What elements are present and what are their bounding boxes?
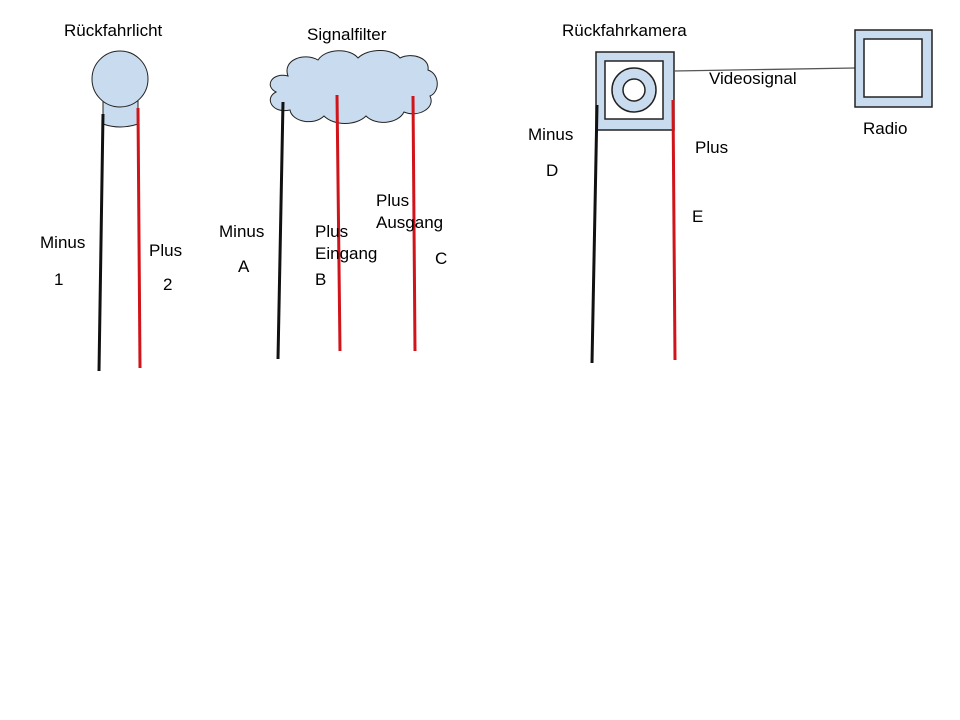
reverse-camera-minus-label: Minus — [528, 125, 574, 144]
reverse-camera-title: Rückfahrkamera — [562, 21, 687, 40]
signal-filter-plus-in-id: B — [315, 270, 327, 289]
reverse-light-bulb — [91, 50, 149, 108]
video-signal-label: Videosignal — [709, 69, 797, 88]
reverse-light-plus-label: Plus — [149, 241, 183, 260]
reverse-light-title: Rückfahrlicht — [64, 21, 163, 40]
signal-filter-plus-in-label-2: Eingang — [315, 244, 378, 263]
reverse-light-plus-id: 2 — [163, 275, 173, 294]
reverse-camera-minus-id: D — [546, 161, 559, 180]
signal-filter-minus-id: A — [238, 257, 250, 276]
reverse-camera-shape — [595, 51, 675, 131]
reverse-camera-lens-inner — [622, 78, 646, 102]
signal-filter-plus-out-wire — [411, 95, 417, 352]
reverse-camera-plus-wire — [671, 99, 677, 361]
video-signal-link — [673, 67, 856, 72]
reverse-camera-plus-label: Plus — [695, 138, 729, 157]
reverse-camera-plus-id: E — [692, 207, 704, 226]
radio-title: Radio — [863, 119, 908, 138]
reverse-light-minus-id: 1 — [54, 270, 64, 289]
radio-face — [863, 38, 923, 98]
reverse-light-minus-wire — [97, 113, 105, 372]
reverse-camera-minus-wire — [590, 104, 599, 364]
reverse-light-plus-wire — [136, 107, 142, 369]
signal-filter-cloud — [269, 50, 438, 124]
reverse-light-minus-label: Minus — [40, 233, 86, 252]
signal-filter-plus-in-label-1: Plus — [315, 222, 349, 241]
signal-filter-minus-label: Minus — [219, 222, 265, 241]
reverse-light-shape — [91, 50, 149, 128]
signal-filter-plus-out-id: C — [435, 249, 448, 268]
signal-filter-title: Signalfilter — [307, 25, 387, 44]
signal-filter-plus-out-label-1: Plus — [376, 191, 410, 210]
signal-filter-minus-wire — [276, 101, 285, 360]
signal-filter-plus-in-wire — [335, 94, 342, 352]
radio-shape — [854, 29, 933, 108]
signal-filter-plus-out-label-2: Ausgang — [376, 213, 444, 232]
